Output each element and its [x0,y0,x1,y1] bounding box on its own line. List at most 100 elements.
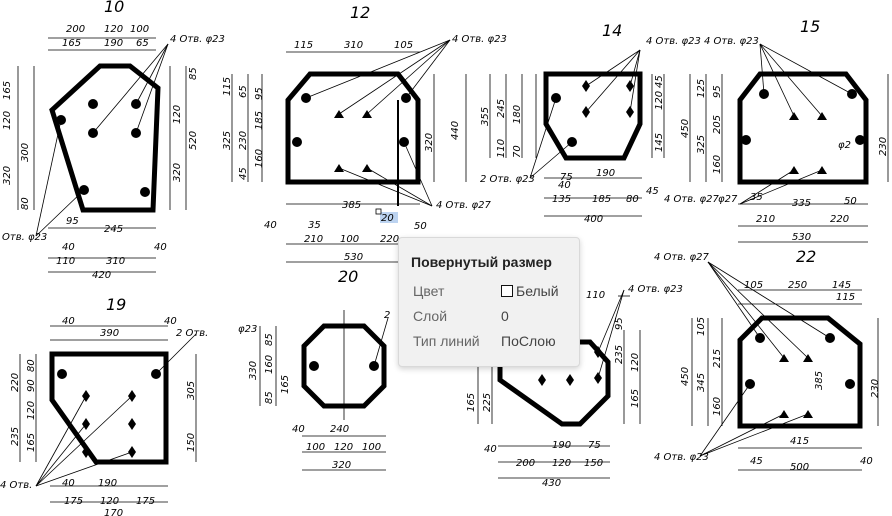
tooltip-value-color: Белый [501,283,559,299]
dim-text: 325 [696,135,707,154]
dim-text: 120 [334,442,353,453]
hole [140,187,150,197]
dim-text: 220 [10,373,21,392]
column-outline-22[interactable] [737,315,863,429]
dim-text: 115 [836,292,855,303]
dim-text: 95 [712,85,723,98]
rebar-holes-19 [57,369,161,458]
dim-text: 190 [104,38,123,49]
section-title-20: 20 [338,267,358,286]
dim-text: 305 [186,381,197,400]
dim-text: 150 [186,433,197,452]
dim-text: 105 [744,280,763,291]
dim-text: 120 [26,401,37,420]
hole-note: 4 Отв. φ23 [628,284,683,295]
column-outline-12[interactable] [285,71,421,185]
hole-note: 4 Отв. φ23 [704,36,759,47]
dim-text: 400 [584,214,603,225]
dim-text: 185 [592,194,611,205]
tooltip-title: Повернутый размер [411,254,552,270]
hole [88,99,98,109]
dim-text: 345 [696,373,707,392]
dim-text: 165 [280,375,291,394]
dimension-lines-21 [477,289,641,479]
dim-text: 165 [2,81,13,100]
dim-text: 45 [238,167,249,180]
dim-text: 105 [394,40,413,51]
dim-text: 150 [584,458,603,469]
column-outline-14[interactable] [543,71,643,161]
dim-text: 110 [586,290,605,301]
hole-note: 4 Отв. φ23 [646,36,701,47]
dim-text: 120 [100,496,119,507]
column-outline-10[interactable] [49,63,161,213]
dim-text: 245 [496,99,507,118]
dim-text: 300 [20,143,31,162]
column-outline-19[interactable] [49,351,169,465]
dim-text: 100 [306,442,325,453]
dim-text: 210 [304,234,323,245]
dim-text: 40 [292,424,305,435]
dim-text: 355 [480,107,491,126]
dim-text: 85 [264,391,275,404]
section-20[interactable]: 20 330 85 160 85 165 40 240 100 120 100 … [238,267,390,471]
dim-text: 45 [654,75,665,88]
dim-text: 160 [712,397,723,416]
dim-text: 40 [164,316,177,327]
dim-text: 190 [596,168,615,179]
dim-text: 415 [790,436,809,447]
section-title-12: 12 [350,3,370,22]
dimension-lines-12 [231,39,467,263]
hole-note: 4 Отв. φ27 [436,200,491,211]
dim-text: 120 [2,111,13,130]
hole-note: 2 Отв. φ23 [480,174,535,185]
hole-note: Отв. φ23 [2,232,47,243]
section-title-15: 15 [800,17,820,36]
section-19[interactable]: 19 40 390 40 220 [0,295,208,516]
hole-note: 4 Отв. [0,480,32,491]
rebar-holes-15 [741,89,865,174]
section-12[interactable]: 12 [222,3,507,263]
column-outline-20[interactable] [301,323,387,409]
dim-text: 80 [26,359,37,372]
section-15[interactable]: 15 125 95 450 [664,17,889,243]
grip-handle[interactable] [375,208,382,215]
column-outline-15[interactable] [737,71,869,185]
dim-text: 75 [588,440,601,451]
section-22[interactable]: 22 105 [654,247,881,473]
section-21[interactable]: 110 95 235 120 165 225 165 190 75 200 12… [466,284,683,489]
tooltip-label-layer: Слой [413,308,448,324]
dim-text-selected[interactable]: 20 [381,213,394,224]
dim-text: 220 [830,214,849,225]
section-14[interactable]: 14 355 245 180 [480,21,701,225]
dim-text: 40 [62,478,75,489]
dimension-lines-10 [17,37,187,273]
dim-text: 95 [66,216,79,227]
dimension-lines-22 [691,261,879,471]
dim-text: 230 [238,131,249,150]
rebar-holes-14 [551,80,634,147]
dim-text: 240 [330,424,349,435]
section-10[interactable]: 10 200 120 100 [2,0,225,281]
dim-text: 120 [172,105,183,124]
tooltip-value-layer: 0 [501,308,509,324]
dim-text: 200 [516,458,535,469]
dim-text: 40 [484,444,497,455]
dimension-lines-15 [689,43,889,243]
dim-text: 320 [2,166,13,185]
dimension-lines-19 [19,325,197,503]
dim-text: 35 [308,220,321,231]
dim-text: 120 [104,24,123,35]
selected-dimension-highlight[interactable] [380,212,398,223]
dim-text: 235 [10,427,21,446]
dim-text: 440 [450,121,461,140]
tooltip-label-linetype: Тип линий [413,333,480,349]
dim-text: 85 [264,333,275,346]
dim-text: 95 [614,317,625,330]
dim-text: 145 [832,280,851,291]
dim-text: 80 [20,197,31,210]
dim-text: φ27 [718,194,738,205]
dim-text: 320 [424,133,435,152]
dim-text: 120 [654,91,665,110]
